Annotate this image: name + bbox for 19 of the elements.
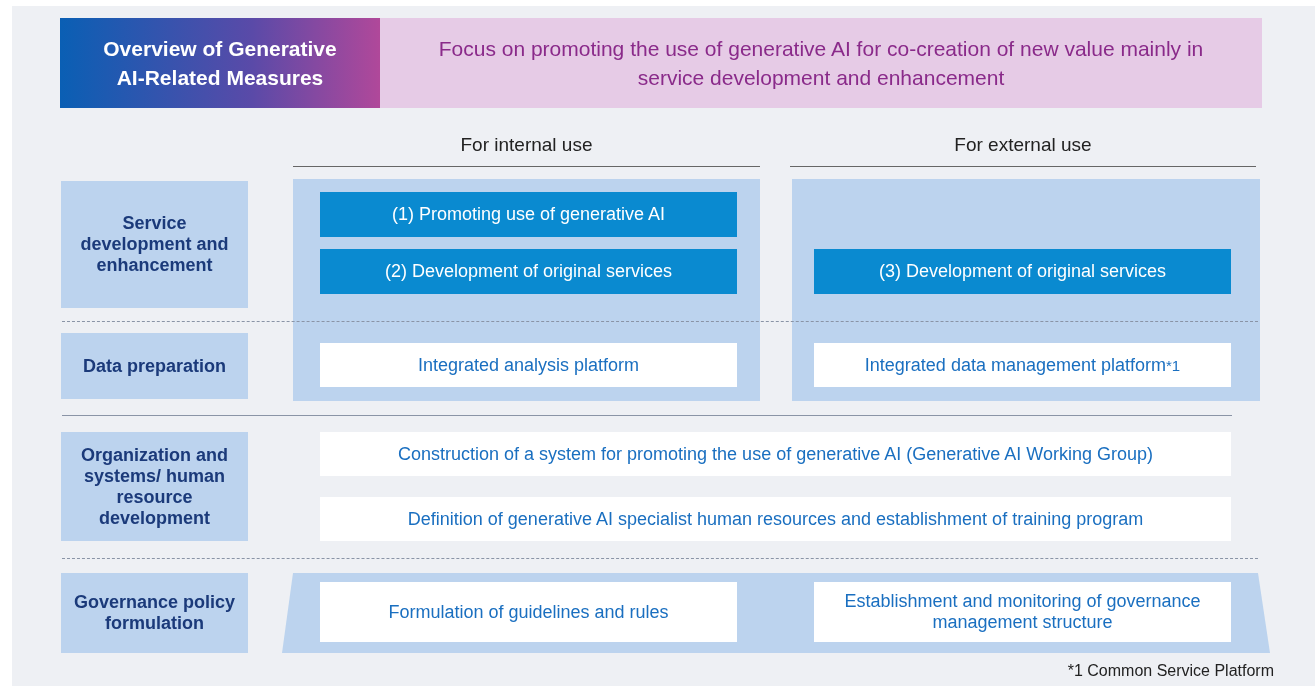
row-heading: Service development and enhancement	[61, 181, 248, 308]
measure-box: (2) Development of original services	[320, 249, 737, 294]
row-heading: Organization and systems/ human resource development	[61, 432, 248, 541]
column-panel	[293, 179, 760, 401]
row-heading: Data preparation	[61, 333, 248, 399]
title-banner: Overview of Generative AI-Related Measures	[60, 18, 380, 108]
measure-box: Definition of generative AI specialist human resources and establishment of training program	[320, 497, 1231, 541]
footnote: *1 Common Service Platform	[1066, 662, 1274, 680]
measure-box: Integrated analysis platform	[320, 343, 737, 387]
measure-box: Formulation of guidelines and rules	[320, 582, 737, 642]
column-panel	[792, 179, 1260, 401]
column-heading: For internal use	[293, 134, 760, 167]
column-heading: For external use	[790, 134, 1256, 167]
measure-box: (3) Development of original services	[814, 249, 1231, 294]
row-heading: Governance policy formulation	[61, 573, 248, 653]
measure-box: (1) Promoting use of generative AI	[320, 192, 737, 237]
measure-box: Construction of a system for promoting the use of generative AI (Generative AI Working Group)	[320, 432, 1231, 476]
focus-banner: Focus on promoting the use of generative AI for co-creation of new value mainly in service development and enhancement	[380, 18, 1262, 108]
measure-box: Establishment and monitoring of governance management structure	[814, 582, 1231, 642]
